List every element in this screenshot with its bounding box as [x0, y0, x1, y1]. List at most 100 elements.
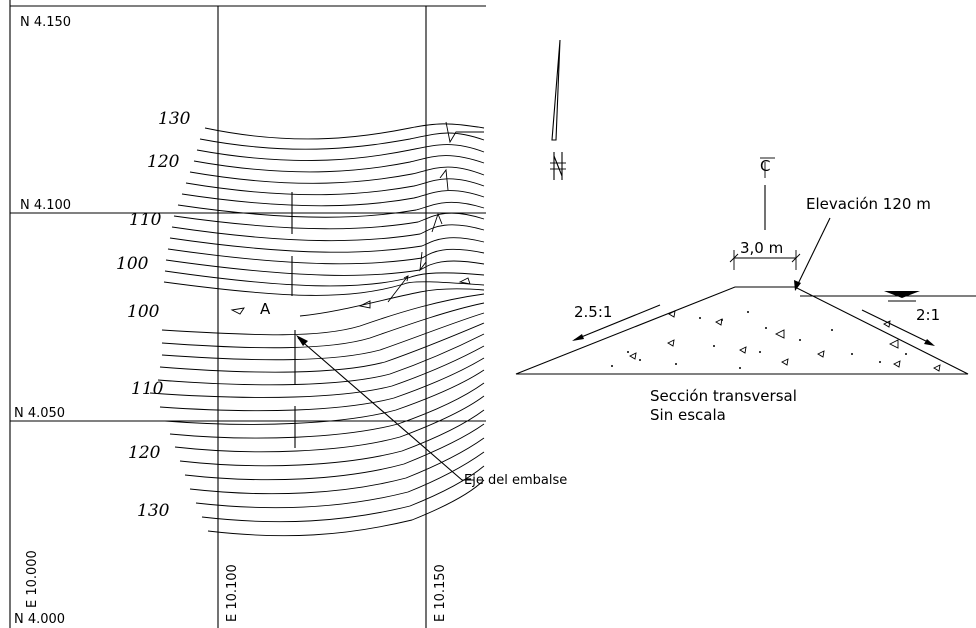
- contour-line: [169, 382, 485, 439]
- stream-line: [445, 121, 484, 144]
- contour-line: [164, 270, 485, 287]
- fill-triangle: [629, 352, 637, 360]
- contour-line: [171, 224, 485, 242]
- contour-line: [199, 132, 485, 150]
- crest-width-label: 3,0 m: [740, 239, 783, 257]
- contour-label-130-bottom: 130: [137, 501, 170, 521]
- contour-line: [165, 259, 485, 276]
- fill-triangle: [883, 320, 891, 328]
- fill-dot: [799, 339, 801, 341]
- grid-label-n4050: N 4.050: [14, 406, 65, 421]
- crest-dimension-slash: [791, 253, 801, 263]
- fill-dot: [627, 351, 629, 353]
- fill-triangle: [668, 310, 676, 318]
- elevation-leader: [795, 217, 831, 289]
- contour-line: [204, 123, 485, 140]
- fill-dot: [739, 367, 741, 369]
- contour-line: [207, 479, 485, 537]
- contour-line: [167, 248, 485, 265]
- contour-line: [195, 451, 485, 509]
- slope-left-label: 2.5:1: [574, 303, 612, 321]
- elevation-leader-arrowhead: [794, 280, 801, 291]
- fill-triangle: [715, 318, 723, 326]
- contour-line: [189, 166, 485, 184]
- grid-label-e10100: E 10.100: [225, 564, 240, 622]
- elevation-label: Elevación 120 m: [806, 195, 931, 213]
- water-level-icon: [884, 291, 920, 298]
- fill-dot: [699, 317, 701, 319]
- contour-line: [161, 293, 485, 336]
- grid-label-n4100: N 4.100: [20, 198, 71, 213]
- contour-line: [193, 155, 485, 173]
- fill-triangle: [739, 346, 747, 354]
- flow-arrow: [387, 275, 409, 303]
- fill-dot: [713, 345, 715, 347]
- contour-line: [174, 395, 485, 453]
- fill-dot: [611, 365, 613, 367]
- contour-line: [189, 437, 485, 495]
- grid-label-n4150: N 4.150: [20, 15, 71, 30]
- contour-line: [164, 369, 485, 425]
- fill-triangle: [667, 339, 675, 347]
- stream-line: [419, 251, 427, 272]
- contour-line: [173, 212, 485, 230]
- flow-triangle: [458, 277, 471, 285]
- stream-line: [439, 168, 449, 191]
- contour-line: [185, 178, 485, 196]
- contour-lines-lower: [149, 293, 485, 537]
- contour-line: [201, 465, 485, 523]
- fill-dot: [765, 327, 767, 329]
- north-arrow-n-diag: [553, 155, 563, 177]
- fill-triangles: [629, 310, 941, 372]
- contour-label-120-top: 120: [147, 152, 180, 172]
- stream-features: [230, 121, 484, 315]
- contour-label-120-bottom: 120: [128, 443, 161, 463]
- map-frame: [9, 0, 486, 628]
- flow-arrow-head: [403, 275, 409, 282]
- north-arrow-shaft: [551, 39, 561, 141]
- contour-line: [177, 201, 485, 218]
- section-title: Sección transversal: [650, 387, 797, 405]
- flow-triangle: [358, 300, 371, 309]
- contour-line: [159, 357, 485, 412]
- contour-line: [169, 237, 485, 253]
- fill-triangle: [774, 329, 785, 339]
- contour-line: [161, 312, 485, 361]
- fill-dot: [905, 353, 907, 355]
- fill-dot: [879, 361, 881, 363]
- fill-triangle: [888, 339, 899, 349]
- slope-arrow-right: [861, 309, 933, 345]
- contour-label-100-bottom: 100: [127, 302, 160, 322]
- contour-label-130-top: 130: [158, 109, 191, 129]
- contour-label-100-top: 100: [116, 254, 149, 274]
- contour-line: [161, 302, 485, 349]
- contour-line: [159, 322, 485, 373]
- north-arrow-icon: [550, 39, 566, 180]
- fill-dot: [747, 311, 749, 313]
- slope-arrow-right-head: [924, 339, 935, 346]
- contour-label-110-bottom: 110: [131, 379, 164, 399]
- grid-label-e10150: E 10.150: [433, 564, 448, 622]
- fill-triangle: [933, 364, 941, 372]
- crest-dimension-slash: [729, 253, 739, 263]
- fill-dot: [759, 351, 761, 353]
- contour-label-110-top: 110: [129, 210, 162, 230]
- marker-label: A: [260, 300, 271, 318]
- contour-line: [179, 409, 485, 467]
- contour-line: [196, 144, 485, 161]
- fill-texture: [611, 311, 907, 369]
- contour-line: [149, 345, 485, 398]
- axis-label: Eje del embalse: [464, 473, 567, 488]
- cross-section: C 3,0 m Elevación 120 m 2.5:1 2:1: [515, 157, 976, 375]
- fill-triangle: [817, 350, 825, 358]
- contour-line: [163, 281, 485, 296]
- axis-leader-arrowhead: [296, 335, 308, 346]
- fill-dot: [851, 353, 853, 355]
- slope-arrow-left: [573, 304, 661, 341]
- fill-dot: [831, 329, 833, 331]
- dam-axis: [291, 192, 296, 448]
- contour-line: [184, 423, 485, 481]
- fill-dot: [675, 363, 677, 365]
- fill-dot: [639, 359, 641, 361]
